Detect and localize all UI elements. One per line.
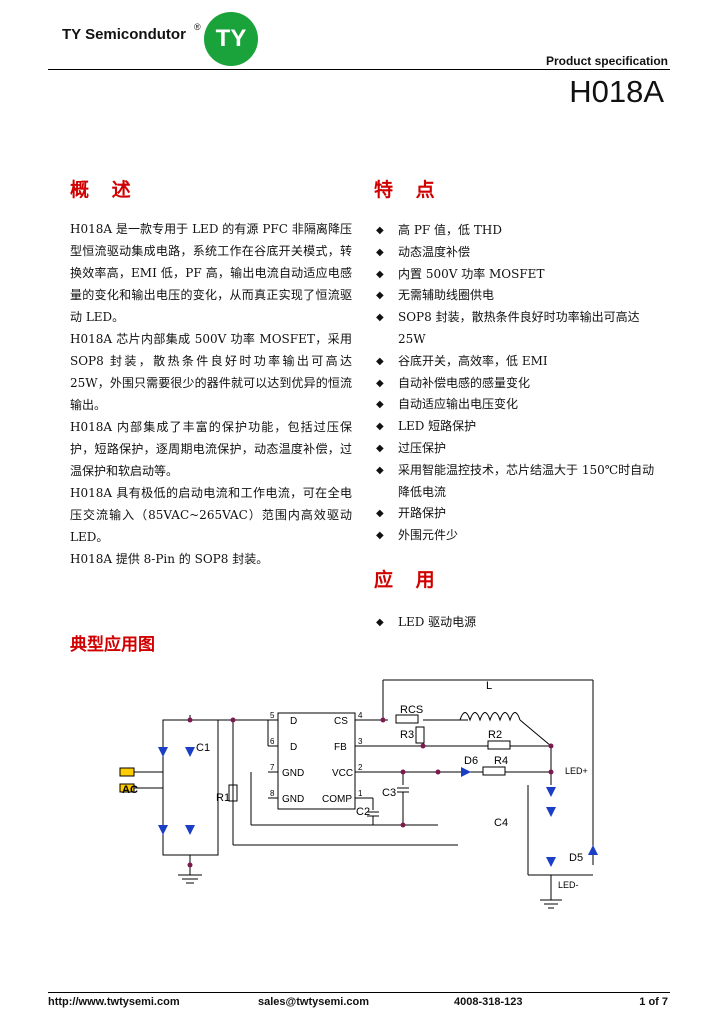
- feature-item: ◆自动适应输出电压变化: [374, 394, 664, 416]
- label-led-minus: LED-: [558, 880, 579, 890]
- pin-number: 2: [358, 763, 363, 772]
- feature-item: ◆无需辅助线圈供电: [374, 285, 664, 307]
- label-r1: R1: [216, 792, 230, 804]
- footer-email[interactable]: sales@twtysemi.com: [258, 996, 369, 1008]
- feature-item: ◆动态温度补偿: [374, 242, 664, 264]
- bullet-icon: ◆: [376, 464, 384, 476]
- bullet-icon: ◆: [376, 268, 384, 280]
- pin-number: 3: [358, 737, 363, 746]
- overview-paragraph: H018A 提供 8-Pin 的 SOP8 封装。: [70, 552, 269, 566]
- pin-number: 7: [270, 763, 275, 772]
- feature-item: ◆LED 短路保护: [374, 416, 664, 438]
- label-c2: C2: [356, 806, 370, 818]
- label-r4: R4: [494, 755, 508, 767]
- label-led-plus: LED+: [565, 766, 588, 776]
- feature-item: ◆谷底开关，高效率，低 EMI: [374, 351, 664, 373]
- feature-item: ◆内置 500V 功率 MOSFET: [374, 264, 664, 286]
- bullet-icon: ◆: [376, 290, 384, 302]
- bullet-icon: ◆: [376, 246, 384, 258]
- bullet-icon: ◆: [376, 225, 384, 236]
- part-number: H018A: [569, 74, 664, 109]
- pin-number: 1: [358, 789, 363, 798]
- features-title: 特 点: [374, 179, 443, 201]
- feature-item: ◆自动补偿电感的感量变化: [374, 373, 664, 395]
- bullet-icon: ◆: [376, 530, 384, 542]
- spec-label: Product specification: [545, 54, 668, 68]
- feature-item: ◆开路保护: [374, 503, 664, 525]
- pin-number: 6: [270, 737, 275, 746]
- footer-phone: 4008-318-123: [454, 996, 523, 1008]
- chip-pin-label: CS: [334, 716, 348, 727]
- company-name: TY Semicondutor: [62, 26, 186, 43]
- typical-application-circuit: D D GND GND CS FB VCC COMP 5 6 7 8 4 3 2…: [119, 679, 598, 909]
- pin-number: 5: [270, 711, 275, 720]
- application-item: ◆LED 驱动电源: [374, 612, 664, 634]
- overview-paragraph: H018A 内部集成了丰富的保护功能，包括过压保护，短路保护，逐周期电流保护，动…: [70, 420, 352, 478]
- feature-item: ◆过压保护: [374, 438, 664, 460]
- bullet-icon: ◆: [376, 442, 384, 454]
- feature-item: ◆SOP8 封装，散热条件良好时功率输出可高达 25W: [374, 307, 664, 351]
- chip-pin-label: FB: [334, 742, 347, 753]
- feature-item: ◆采用智能温控技术，芯片结温大于 150℃时自动降低电流: [374, 460, 664, 504]
- chip-pin-label: D: [290, 716, 297, 727]
- footer-page: 1 of 7: [639, 996, 668, 1008]
- overview-title: 概 述: [70, 179, 139, 201]
- label-l: L: [486, 680, 492, 692]
- overview-paragraph: H018A 具有极低的启动电流和工作电流，可在全电压交流输入（85VAC~265…: [70, 486, 352, 544]
- chip-pin-label: GND: [282, 768, 304, 779]
- pin-number: 4: [358, 711, 363, 720]
- label-c3: C3: [382, 787, 396, 799]
- label-r3: R3: [400, 729, 414, 741]
- label-c1: C1: [196, 742, 210, 754]
- bullet-icon: ◆: [376, 355, 384, 367]
- bullet-icon: ◆: [376, 377, 384, 389]
- company-logo: TY: [204, 12, 258, 66]
- pin-number: 8: [270, 789, 275, 798]
- label-rcs: RCS: [400, 704, 423, 716]
- overview-paragraph: H018A 芯片内部集成 500V 功率 MOSFET，采用 SOP8 封装，散…: [70, 332, 352, 412]
- registered-mark: ®: [194, 22, 201, 32]
- overview-paragraph: H018A 是一款专用于 LED 的有源 PFC 非隔离降压型恒流驱动集成电路，…: [70, 222, 352, 324]
- bullet-icon: ◆: [376, 508, 384, 520]
- features-list: ◆高 PF 值，低 THD ◆动态温度补偿 ◆内置 500V 功率 MOSFET…: [374, 220, 664, 547]
- label-ac: AC: [122, 784, 138, 796]
- bullet-icon: ◆: [376, 399, 384, 411]
- bullet-icon: ◆: [376, 421, 384, 433]
- chip-pin-label: VCC: [332, 768, 353, 779]
- header-divider: [48, 69, 670, 70]
- bullet-icon: ◆: [376, 312, 384, 324]
- chip-pin-label: GND: [282, 794, 304, 805]
- applications-title: 应 用: [374, 569, 443, 591]
- footer-website[interactable]: http://www.twtysemi.com: [48, 996, 180, 1008]
- bullet-icon: ◆: [376, 617, 384, 628]
- label-r2: R2: [488, 729, 502, 741]
- chip-pin-label: D: [290, 742, 297, 753]
- label-d5: D5: [569, 852, 583, 864]
- label-d6: D6: [464, 755, 478, 767]
- feature-item: ◆高 PF 值，低 THD: [374, 220, 664, 242]
- chip-pin-label: COMP: [322, 794, 352, 805]
- applications-list: ◆LED 驱动电源: [374, 612, 664, 634]
- feature-item: ◆外围元件少: [374, 525, 664, 547]
- footer-divider: [48, 992, 670, 993]
- overview-body: H018A 是一款专用于 LED 的有源 PFC 非隔离降压型恒流驱动集成电路，…: [70, 218, 352, 570]
- label-c4: C4: [494, 817, 508, 829]
- typical-application-title: 典型应用图: [70, 635, 155, 655]
- logo-text: TY: [215, 25, 247, 52]
